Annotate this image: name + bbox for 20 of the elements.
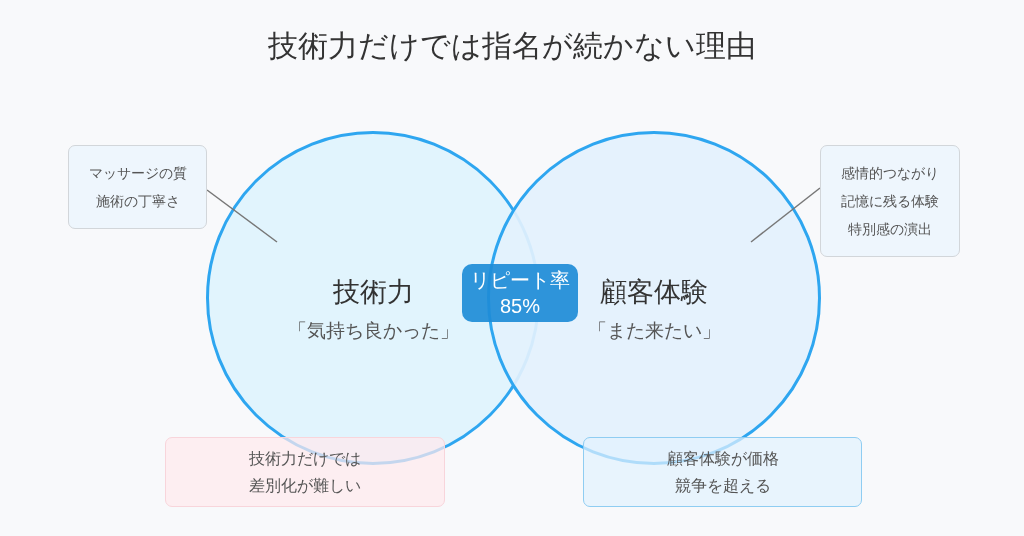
note-text: 顧客体験が価格競争を超える bbox=[665, 449, 780, 496]
note-box bbox=[165, 437, 445, 507]
circle-quote: 「また来たい」 bbox=[587, 319, 721, 343]
leader-line bbox=[206, 189, 278, 243]
callout-box bbox=[68, 145, 207, 229]
callout-text: 記憶に残る体験 bbox=[841, 192, 939, 211]
metric-label: リピート率 bbox=[470, 268, 570, 293]
diagram-title: 技術力だけでは指名が続かない理由 bbox=[268, 28, 756, 64]
metric-value: 85% bbox=[500, 294, 540, 319]
callout-text: 感情的つながり bbox=[841, 164, 939, 183]
leader-line bbox=[750, 187, 821, 243]
callout-text: 特別感の演出 bbox=[848, 220, 932, 239]
note-text: 技術力だけでは差別化が難しい bbox=[248, 449, 362, 496]
circle-heading: 技術力 bbox=[332, 276, 414, 309]
callout-box bbox=[820, 145, 960, 257]
note-box bbox=[583, 437, 862, 507]
circle-quote: 「気持ち良かった」 bbox=[287, 319, 459, 343]
callout-text: マッサージの質 bbox=[88, 164, 187, 183]
circle-heading: 顧客体験 bbox=[600, 276, 708, 309]
callout-text: 施術の丁寧さ bbox=[95, 192, 180, 211]
